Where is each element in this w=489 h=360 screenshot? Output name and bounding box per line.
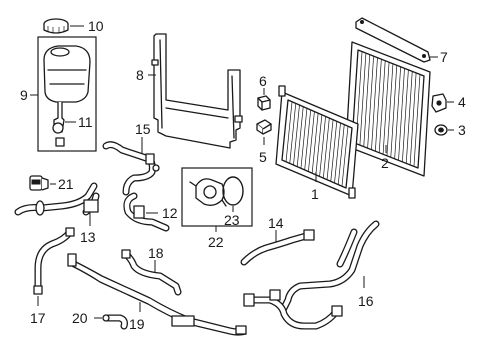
expansion-tank-assembly: [37, 36, 97, 152]
radiator-rear: [345, 41, 431, 177]
radiator-fin: [341, 125, 349, 187]
callout-2: 2: [381, 155, 389, 171]
mounting-clip-upper: [257, 95, 271, 111]
callout-21: 21: [58, 176, 74, 192]
coolant-pipe-19: [67, 253, 247, 336]
callout-10: 10: [88, 18, 104, 34]
coolant-hose-14: [240, 229, 315, 266]
radiator-fin: [409, 72, 417, 165]
callout-9: 9: [20, 87, 28, 103]
callout-23: 23: [224, 212, 240, 228]
thermostat-assembly: [181, 167, 253, 227]
radiator-fin: [315, 114, 323, 175]
callout-11: 11: [78, 114, 93, 130]
radiator-fin: [413, 73, 421, 167]
radiator-support-frame: [151, 33, 243, 149]
expansion-tank-cap: [43, 18, 69, 34]
mounting-clip-lower: [256, 119, 272, 135]
radiator-fin: [322, 117, 330, 179]
callout-4: 4: [458, 94, 466, 110]
radiator-grommet: [434, 124, 448, 136]
callout-14: 14: [268, 215, 284, 231]
callout-22: 22: [208, 234, 224, 250]
coolant-hose-13: [14, 182, 100, 216]
radiator-upper-bracket: [355, 17, 431, 63]
radiator-fin: [285, 101, 293, 163]
radiator-fin: [402, 69, 409, 162]
radiator-fin: [398, 68, 405, 161]
radiator-fin: [330, 121, 338, 182]
coolant-hose-12: [123, 192, 170, 232]
callout-19: 19: [129, 316, 145, 332]
radiator-fin: [296, 106, 304, 167]
radiator-fin: [359, 53, 367, 146]
callout-6: 6: [259, 73, 267, 89]
radiator-fin: [405, 71, 413, 164]
callout-7: 7: [440, 49, 448, 65]
callout-18: 18: [148, 245, 164, 261]
callout-15: 15: [135, 121, 151, 137]
radiator-fin: [319, 116, 326, 177]
radiator-fin: [334, 122, 341, 183]
callout-13: 13: [80, 229, 96, 245]
radiator-fin: [337, 124, 345, 185]
callout-16: 16: [358, 293, 374, 309]
radiator-fin: [367, 56, 374, 149]
radiator-fin: [311, 113, 319, 174]
radiator-mount-bushing: [431, 93, 447, 113]
radiator-fin: [382, 62, 390, 155]
callout-20: 20: [72, 310, 88, 326]
coolant-sensor: [29, 175, 49, 191]
radiator-fin: [308, 111, 315, 172]
radiator-fin: [371, 57, 378, 150]
callout-8: 8: [136, 67, 144, 83]
coolant-hose-16: [243, 220, 380, 330]
coolant-hose-17: [33, 227, 75, 295]
radiator-fin: [390, 65, 398, 158]
coolant-hose-connector-20: [102, 314, 128, 330]
callout-3: 3: [458, 122, 466, 138]
radiator-fin: [374, 59, 382, 152]
radiator-fin: [326, 119, 334, 180]
radiator-fin: [304, 109, 312, 171]
radiator-fin: [300, 108, 308, 169]
radiator-front: [275, 85, 359, 199]
radiator-fin: [394, 66, 402, 159]
radiator-fin: [378, 60, 386, 153]
callout-5: 5: [259, 149, 267, 165]
callout-1: 1: [311, 186, 319, 202]
callout-17: 17: [30, 310, 46, 326]
coolant-hose-18: [121, 249, 182, 296]
radiator-fin: [386, 63, 394, 156]
coolant-hose-15: [102, 141, 160, 196]
radiator-fin: [289, 103, 297, 164]
radiator-fin: [363, 54, 371, 147]
callout-12: 12: [162, 205, 178, 221]
radiator-fin: [293, 105, 300, 166]
